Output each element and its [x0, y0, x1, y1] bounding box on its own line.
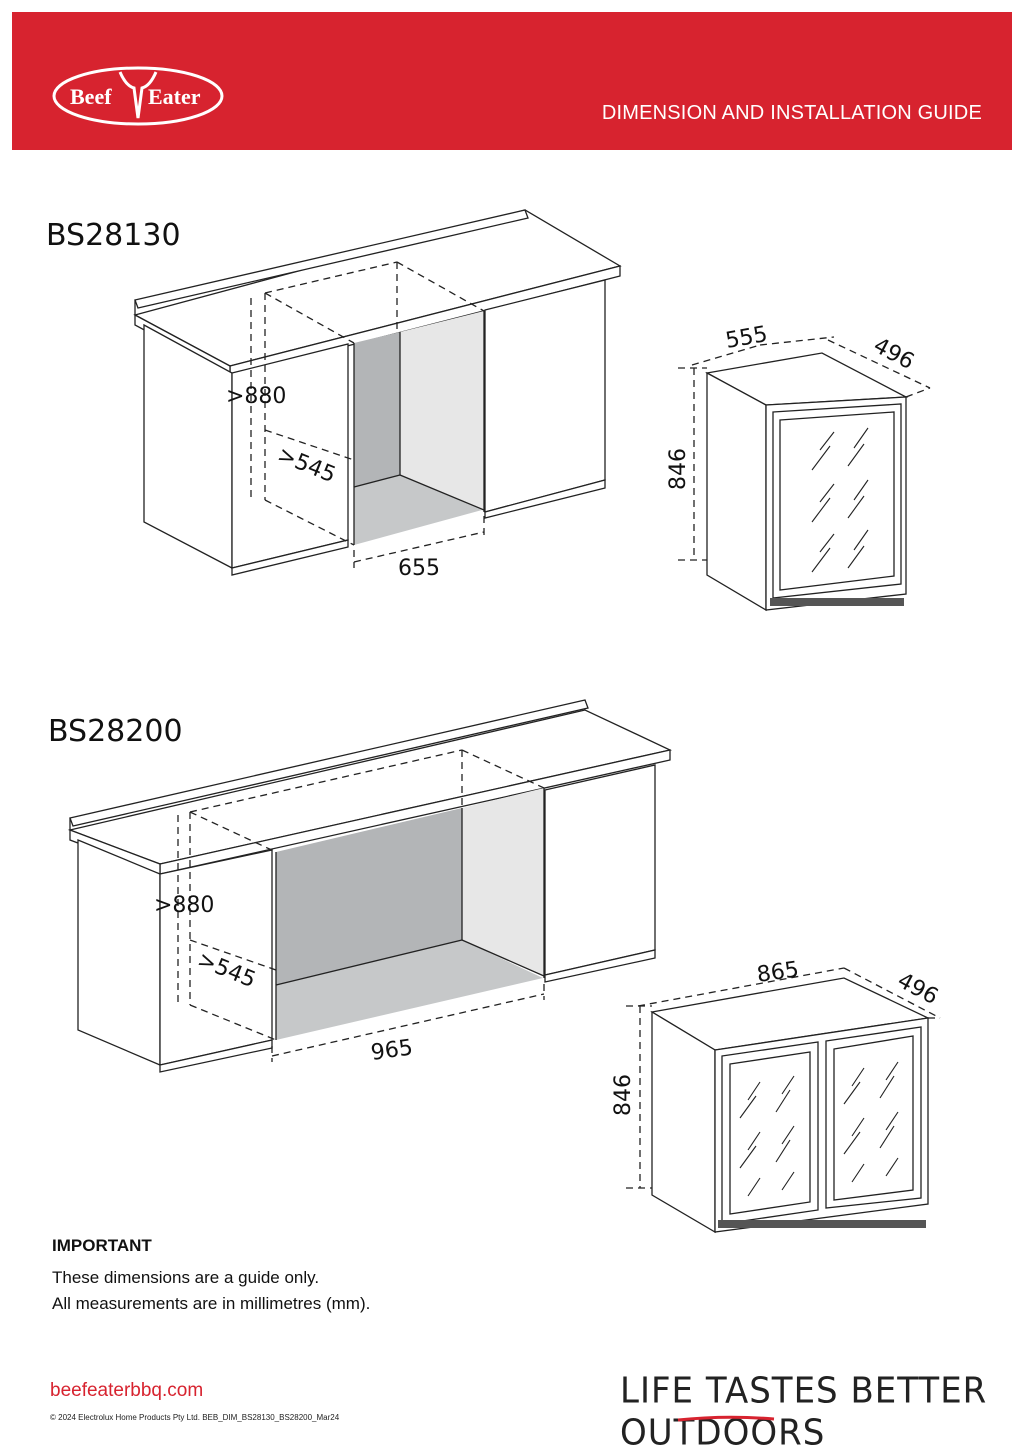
unit-depth-label-bs28200: 496: [893, 968, 942, 1010]
svg-text:Eater: Eater: [148, 84, 201, 109]
copyright-text: © 2024 Electrolux Home Products Pty Ltd.…: [50, 1413, 340, 1422]
unit-drawing-bs28200: [626, 967, 941, 1234]
unit-width-label-bs28130: 555: [724, 322, 770, 354]
tagline-part-a: LIFE: [620, 1370, 706, 1412]
unit-width-label-bs28200: 865: [755, 957, 800, 988]
important-heading: IMPORTANT: [52, 1236, 152, 1255]
unit-height-label-bs28200: 846: [611, 1074, 636, 1116]
cabinet-drawing-bs28130: [133, 209, 622, 576]
model-title-bs28200: BS28200: [48, 714, 183, 749]
guide-title: DIMENSION AND INSTALLATION GUIDE: [601, 102, 982, 124]
svg-text:Beef: Beef: [70, 84, 112, 109]
website-link[interactable]: beefeaterbbq.com: [50, 1380, 204, 1401]
cavity-height-label-bs28130: >880: [226, 384, 286, 409]
tagline-underline: [677, 1415, 775, 1422]
tagline-part-b: TASTES: [705, 1370, 839, 1412]
brand-logo: Beef Eater: [52, 66, 224, 126]
cavity-width-label-bs28130: 655: [398, 556, 440, 581]
cabinet-drawing-bs28200: [67, 699, 672, 1073]
header-banner: Beef Eater DIMENSION AND INSTALLATION GU…: [12, 12, 1012, 150]
model-title-bs28130: BS28130: [46, 218, 181, 253]
note-line-2: All measurements are in millimetres (mm)…: [52, 1294, 371, 1313]
tagline: LIFE TASTES BETTER OUTDOORS: [620, 1370, 1024, 1454]
cavity-height-label-bs28200: >880: [154, 893, 214, 918]
cavity-width-label-bs28200: 965: [369, 1035, 414, 1066]
unit-depth-label-bs28130: 496: [869, 333, 918, 375]
unit-height-label-bs28130: 846: [666, 448, 691, 490]
note-line-1: These dimensions are a guide only.: [52, 1268, 320, 1287]
unit-drawing-bs28130: [678, 336, 931, 612]
